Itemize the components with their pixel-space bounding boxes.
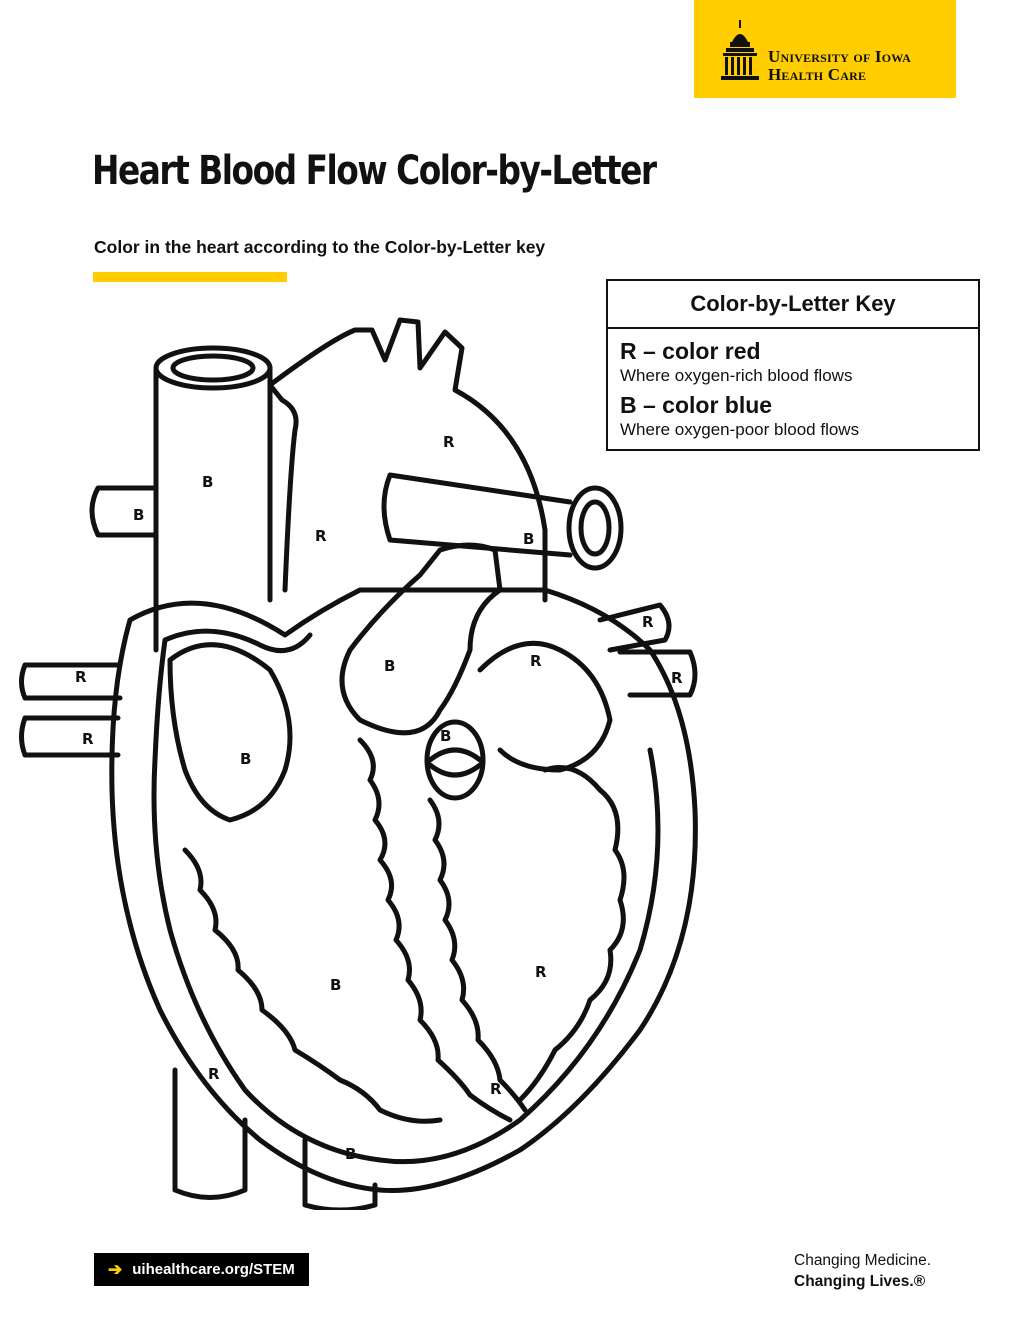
page-title: Heart Blood Flow Color-by-Letter [92, 148, 657, 194]
arrow-right-icon: ➔ [108, 1259, 123, 1279]
brand-line-1: University of Iowa [768, 47, 912, 66]
tagline: Changing Medicine. Changing Lives.® [794, 1250, 931, 1292]
region-letter: B [384, 657, 396, 675]
stem-link[interactable]: ➔ uihealthcare.org/STEM [94, 1253, 309, 1286]
tagline-line-1: Changing Medicine. [794, 1252, 932, 1269]
region-letter: R [642, 613, 654, 631]
stem-link-text: uihealthcare.org/STEM [132, 1261, 295, 1278]
heart-diagram-icon [19, 317, 698, 1213]
brand-logo: University of Iowa Health Care [694, 0, 956, 98]
heart-diagram: B B R R B R R R B B R R B B R R B R [0, 290, 700, 1213]
region-letter: R [530, 652, 542, 670]
key-item-red-desc: Where oxygen-rich blood flows [620, 366, 853, 385]
tagline-line-2: Changing Lives.® [794, 1273, 926, 1290]
region-letter: R [75, 668, 87, 686]
region-letter: R [443, 433, 455, 451]
page-subtitle: Color in the heart according to the Colo… [94, 237, 546, 257]
region-letter: B [523, 530, 535, 548]
key-header: Color-by-Letter Key [608, 281, 978, 329]
region-letter: B [202, 473, 214, 491]
region-letter: B [440, 727, 452, 745]
region-letter: B [345, 1145, 357, 1163]
region-letter: R [82, 730, 94, 748]
region-letter: R [535, 963, 547, 981]
key-item-red-letter: R – color red [620, 338, 761, 364]
brand-line-2: Health Care [768, 65, 867, 84]
region-letter: B [330, 976, 342, 994]
region-letter: R [208, 1065, 220, 1083]
accent-bar [93, 272, 287, 282]
capitol-dome-icon [721, 20, 759, 80]
region-letter: R [315, 527, 327, 545]
region-letter: B [133, 506, 145, 524]
key-item-blue-letter: B – color blue [620, 392, 773, 418]
region-letter: R [671, 669, 683, 687]
brand-name: University of Iowa Health Care [768, 48, 911, 84]
region-letter: R [490, 1080, 502, 1098]
region-letter: B [240, 750, 252, 768]
color-key-box: Color-by-Letter Key R – color red Where … [606, 279, 980, 451]
key-item-blue-desc: Where oxygen-poor blood flows [620, 420, 860, 439]
key-body: R – color red Where oxygen-rich blood fl… [608, 329, 978, 441]
